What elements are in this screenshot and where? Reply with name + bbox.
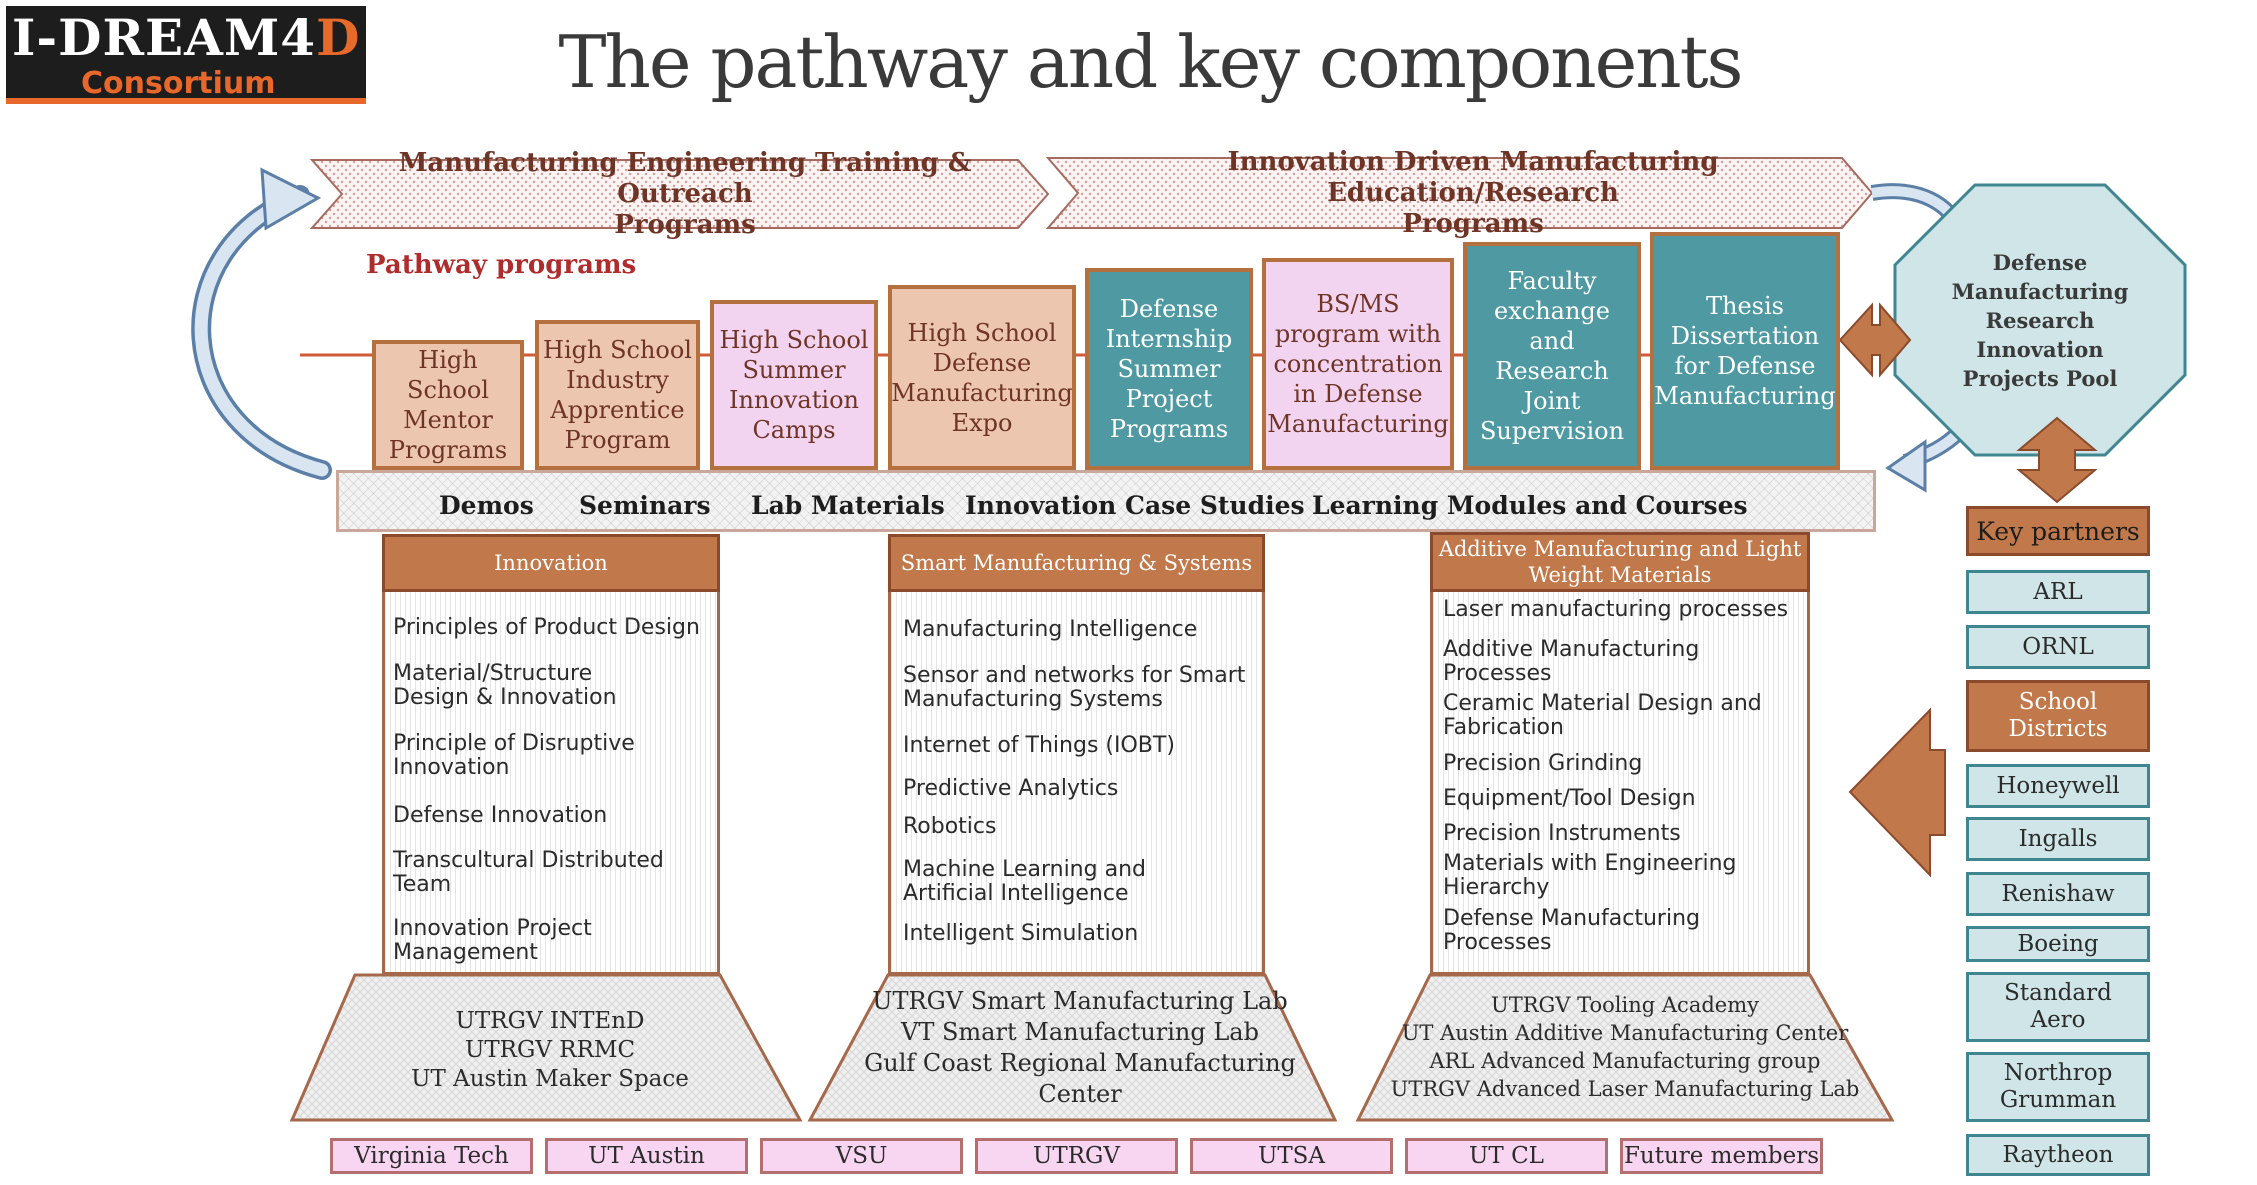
partner-boeing: Boeing: [1966, 926, 2150, 962]
banner-right-line2: Programs: [1402, 208, 1544, 239]
list-item: Intelligent Simulation: [903, 921, 1139, 946]
banner-education-research: Innovation Driven Manufacturing Educatio…: [1078, 147, 1868, 239]
pathway-programs-label: Pathway programs: [366, 250, 637, 280]
list-item: Defense Innovation: [393, 803, 608, 828]
university-vsu: VSU: [760, 1138, 963, 1174]
university-ut-austin: UT Austin: [545, 1138, 748, 1174]
column-innovation-body: Principles of Product Design Material/St…: [382, 592, 720, 975]
partner-raytheon: Raytheon: [1966, 1134, 2150, 1176]
consortium-logo: I-DREAM4D Consortium: [6, 6, 366, 104]
banner-left-line1: Manufacturing Engineering Training & Out…: [398, 147, 972, 209]
list-item: Robotics: [903, 814, 997, 839]
university-utrgv: UTRGV: [975, 1138, 1178, 1174]
university-utsa: UTSA: [1190, 1138, 1393, 1174]
strip-demos: Demos: [439, 491, 534, 520]
partner-honeywell: Honeywell: [1966, 764, 2150, 808]
double-arrow-vertical: [2016, 416, 2098, 504]
university-future-members: Future members: [1620, 1138, 1823, 1174]
column-additive-mfg-body: Laser manufacturing processes Additive M…: [1430, 592, 1810, 975]
list-item: Principles of Product Design: [393, 615, 700, 640]
partner-renishaw: Renishaw: [1966, 872, 2150, 916]
banner-left-shape: [309, 159, 1050, 229]
list-item: Manufacturing Intelligence: [903, 617, 1198, 642]
strip-case-studies: Innovation Case Studies: [965, 491, 1305, 520]
partner-ingalls: Ingalls: [1966, 817, 2150, 861]
logo-underline: [6, 98, 366, 104]
column-innovation-header: Innovation: [382, 534, 720, 592]
list-item: Precision Grinding: [1443, 751, 1643, 776]
resources-strip: Demos Seminars Lab Materials Innovation …: [336, 470, 1876, 532]
banner-right-line1: Innovation Driven Manufacturing Educatio…: [1227, 146, 1719, 208]
lab-trapezoid-3: [1355, 973, 1895, 1122]
column-smart-mfg-header: Smart Manufacturing & Systems: [888, 534, 1265, 592]
strip-learning-modules: Learning Modules and Courses: [1312, 491, 1748, 520]
left-arrowhead: [260, 167, 322, 231]
banner-right-shape: [1045, 157, 1874, 229]
left-curved-arrow: [191, 185, 332, 480]
university-ut-cl: UT CL: [1405, 1138, 1608, 1174]
banner-training-outreach: Manufacturing Engineering Training & Out…: [345, 148, 1025, 240]
strip-seminars: Seminars: [579, 491, 711, 520]
partner-arl: ARL: [1966, 570, 2150, 614]
lab-trapezoid-1: [289, 973, 803, 1122]
list-item: Laser manufacturing processes: [1443, 597, 1789, 622]
logo-wordmark: I-DREAM4D: [12, 8, 361, 67]
key-partners-header: Key partners: [1966, 506, 2150, 556]
list-item: Equipment/Tool Design: [1443, 786, 1696, 811]
partners-to-columns-arrow: [1848, 707, 1946, 878]
projects-pool-octagon: [1893, 183, 2187, 457]
banner-left-line2: Programs: [614, 209, 756, 240]
university-virginia-tech: Virginia Tech: [330, 1138, 533, 1174]
logo-subtitle: Consortium: [81, 66, 276, 101]
partner-ornl: ORNL: [1966, 625, 2150, 669]
bottom-right-arrowhead: [1885, 439, 1927, 493]
column-smart-mfg-body: Manufacturing Intelligence Sensor and ne…: [888, 592, 1265, 975]
list-item: Internet of Things (IOBT): [903, 733, 1175, 758]
list-item: Precision Instruments: [1443, 821, 1681, 846]
page-title: The pathway and key components: [558, 20, 1743, 104]
strip-lab-materials: Lab Materials: [751, 491, 945, 520]
lab-trapezoid-2: [807, 973, 1338, 1122]
double-arrow-horizontal: [1838, 302, 1912, 378]
list-item: Predictive Analytics: [903, 776, 1119, 801]
